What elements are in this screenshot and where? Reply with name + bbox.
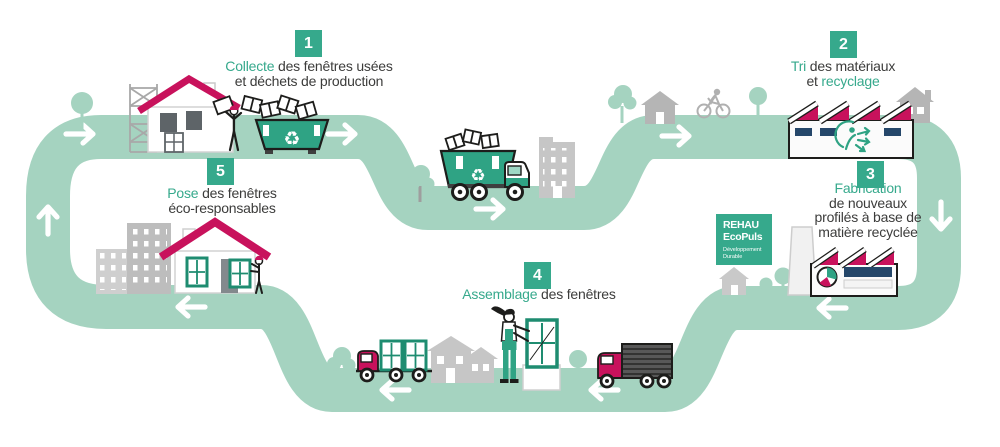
worker-icon	[250, 255, 264, 294]
house-icon	[641, 91, 679, 124]
tree-icon	[749, 87, 767, 116]
tree-icon	[569, 350, 587, 383]
flow-arrows	[36, 122, 953, 402]
rehau-ecopuls-badge: REHAU EcoPuls Développement Durable	[716, 214, 772, 265]
brand-name: REHAU	[723, 219, 759, 231]
cargo-truck	[597, 343, 673, 389]
sawtooth-roof	[811, 247, 895, 269]
assembler-woman	[491, 306, 530, 383]
recycle-icon: ♻	[283, 128, 300, 150]
triman-recycle-icon	[834, 120, 871, 153]
house-icon	[719, 267, 749, 295]
discarded-windows	[240, 94, 318, 121]
collection-truck: ♻	[439, 128, 530, 201]
flow-arrow-icon	[379, 378, 412, 402]
flow-arrow-icon	[659, 124, 692, 148]
flow-arrow-icon	[816, 296, 849, 320]
step-3-badge: 3	[857, 161, 884, 188]
profile-factory	[787, 226, 898, 297]
worker-icon	[212, 95, 243, 152]
cyclist-icon	[696, 88, 731, 119]
step-1-badge: 1	[295, 30, 322, 57]
recycling-loop-road	[26, 115, 961, 412]
flow-arrow-icon	[588, 378, 621, 402]
building-icon	[539, 137, 575, 198]
flow-arrow-icon	[175, 295, 208, 319]
building-icon	[96, 223, 171, 294]
tree-icon	[608, 85, 637, 123]
flow-arrow-icon	[36, 204, 60, 237]
step-4-label: Assemblage des fenêtres	[462, 286, 616, 302]
flow-arrow-icon	[473, 197, 506, 221]
house-icon	[427, 336, 498, 383]
step-3-label: Fabrication de nouveaux profilés à base …	[814, 180, 922, 240]
step-1-label: Collecte des fenêtres usées et déchets d…	[225, 58, 393, 89]
tree-icon	[406, 165, 435, 202]
step-2-label: Tri des matériaux et recyclage	[790, 58, 896, 89]
step-2-badge: 2	[830, 31, 857, 58]
step-4-badge: 4	[524, 262, 551, 289]
flow-arrow-icon	[929, 199, 953, 232]
work-pedestal	[522, 364, 561, 391]
recycling-dumpster: ♻	[254, 118, 330, 154]
recycled-material-logo	[816, 266, 838, 288]
assembled-window	[525, 318, 559, 369]
step-5-label: Pose des fenêtres éco-responsables	[167, 185, 277, 216]
sawtooth-roof	[787, 100, 912, 125]
step-5-badge: 5	[207, 158, 234, 185]
truck-window-load	[444, 128, 500, 152]
product-name: EcoPuls	[723, 230, 763, 243]
badge-subtitle: Durable	[723, 253, 743, 260]
window-delivery-truck	[356, 339, 432, 383]
tree-icon	[759, 267, 792, 297]
sorting-factory	[787, 100, 914, 159]
flow-arrow-icon	[63, 122, 96, 146]
badge-subtitle: Développement	[723, 247, 762, 253]
step-5-scene	[158, 217, 272, 294]
recycle-icon: ♻	[470, 166, 485, 186]
step-1-scene: ♻	[129, 74, 330, 154]
tree-icon	[327, 347, 356, 382]
flow-arrow-icon	[325, 122, 358, 146]
tree-icon	[71, 92, 93, 130]
step-4-scene	[491, 306, 561, 391]
